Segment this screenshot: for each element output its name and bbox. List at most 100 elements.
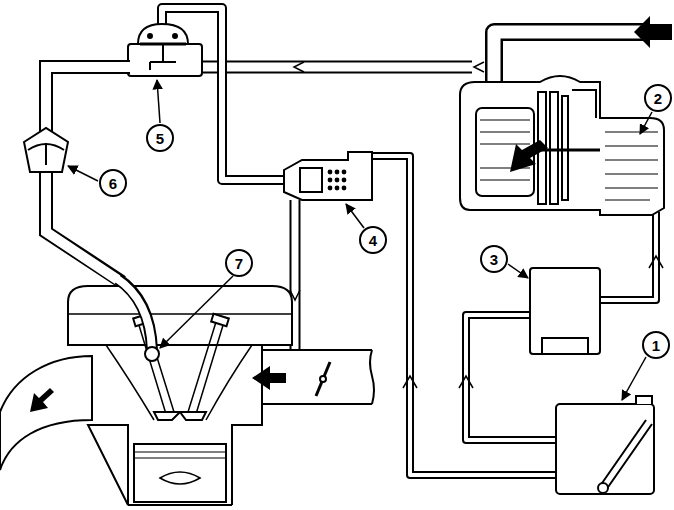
engine: [128, 504, 232, 506]
callout-number: 7: [235, 256, 243, 271]
engine: [100, 344, 262, 346]
solenoid-valve: [328, 178, 333, 183]
air-pump: [572, 90, 596, 118]
leader-lines: [508, 264, 528, 278]
wire-arrows: [294, 62, 304, 72]
pump-flow-arrow: [510, 140, 548, 172]
relay: [542, 338, 588, 354]
solenoid-valve: [328, 186, 333, 191]
engine: [154, 412, 180, 420]
engine: [134, 458, 226, 459]
leader-lines: [157, 80, 160, 123]
head-air-passage: [145, 347, 159, 361]
air-pump: [480, 119, 530, 120]
solenoid-valve: [328, 170, 347, 191]
relay: [530, 268, 600, 354]
solenoid-valve: [342, 178, 347, 183]
air-pump: [480, 131, 530, 132]
engine: [316, 362, 330, 396]
check-valve: [24, 128, 68, 172]
tubes: [598, 212, 656, 300]
air-pump: [605, 199, 650, 200]
callout-number: 3: [490, 252, 498, 267]
engine: [88, 345, 262, 505]
leader-lines: [160, 276, 233, 348]
head-air-passage: [116, 278, 159, 361]
air-pump: [562, 96, 568, 200]
air-pump: [460, 76, 664, 215]
air-pump: [605, 159, 658, 160]
air-pump: [605, 131, 658, 132]
callout-number: 5: [156, 131, 164, 146]
control-module: [556, 404, 654, 494]
callout-number: 2: [654, 91, 662, 106]
callout-circle: 3: [480, 245, 508, 273]
callout-number: 1: [652, 338, 660, 353]
engine: [0, 286, 374, 505]
wire-arrows: [474, 62, 484, 72]
switching-valve: [173, 34, 177, 38]
head-air-passage: [116, 278, 152, 350]
air-pump: [605, 145, 658, 146]
callout-circle: 2: [644, 84, 672, 112]
engine: [370, 350, 374, 404]
engine: [211, 314, 229, 326]
engine: [68, 313, 292, 315]
solenoid-valve: [342, 170, 347, 175]
air-pump: [460, 76, 664, 215]
air-pump: [605, 187, 658, 188]
engine: [134, 452, 226, 453]
solenoid-valve: [328, 170, 333, 175]
solenoid-valve: [335, 170, 340, 175]
solenoid-valve: [284, 152, 372, 200]
solenoid-valve: [342, 186, 347, 191]
engine: [160, 472, 200, 484]
secondary-air-tube: [46, 67, 130, 282]
leader-lines: [68, 80, 652, 400]
control-module: [598, 483, 608, 493]
secondary-air-tube: [46, 67, 132, 284]
air-pump: [480, 179, 530, 180]
engine: [188, 322, 224, 414]
engine: [0, 356, 92, 470]
control-module: [600, 420, 652, 490]
air-inlet-arrow: [634, 16, 672, 48]
wire-arrows: [290, 62, 663, 388]
leader-lines: [622, 357, 646, 400]
engine: [68, 286, 292, 345]
engine: [106, 345, 252, 420]
engine: [134, 444, 226, 502]
engine: [320, 376, 326, 382]
callout-number: 4: [369, 233, 377, 248]
intake-flow-arrow: [252, 366, 286, 390]
air-pump: [550, 92, 558, 204]
wire-arrows: [459, 376, 473, 388]
solenoid-valve: [284, 152, 372, 200]
callout-circle: 6: [99, 169, 127, 197]
callout-circle: 7: [225, 249, 253, 277]
solenoid-valve: [335, 178, 340, 183]
leader-lines: [640, 112, 652, 134]
air-pump: [480, 143, 530, 144]
callout-circle: 4: [359, 226, 387, 254]
leader-lines: [346, 204, 364, 228]
exhaust-flow-arrow: [30, 388, 54, 412]
control-module: [556, 396, 654, 494]
tubes: [198, 63, 476, 72]
check-valve: [45, 143, 47, 165]
relay: [530, 268, 600, 354]
wire-arrows: [403, 376, 417, 388]
control-module: [636, 396, 652, 404]
switching-valve: [150, 44, 176, 70]
solenoid-valve: [300, 168, 322, 192]
leader-lines: [68, 166, 98, 181]
solenoid-valve: [335, 186, 340, 191]
check-valve: [24, 128, 68, 172]
callout-number: 6: [109, 176, 117, 191]
callout-circle: 1: [642, 331, 670, 359]
air-pump: [605, 173, 658, 174]
secondary-air-tube: [46, 67, 132, 284]
